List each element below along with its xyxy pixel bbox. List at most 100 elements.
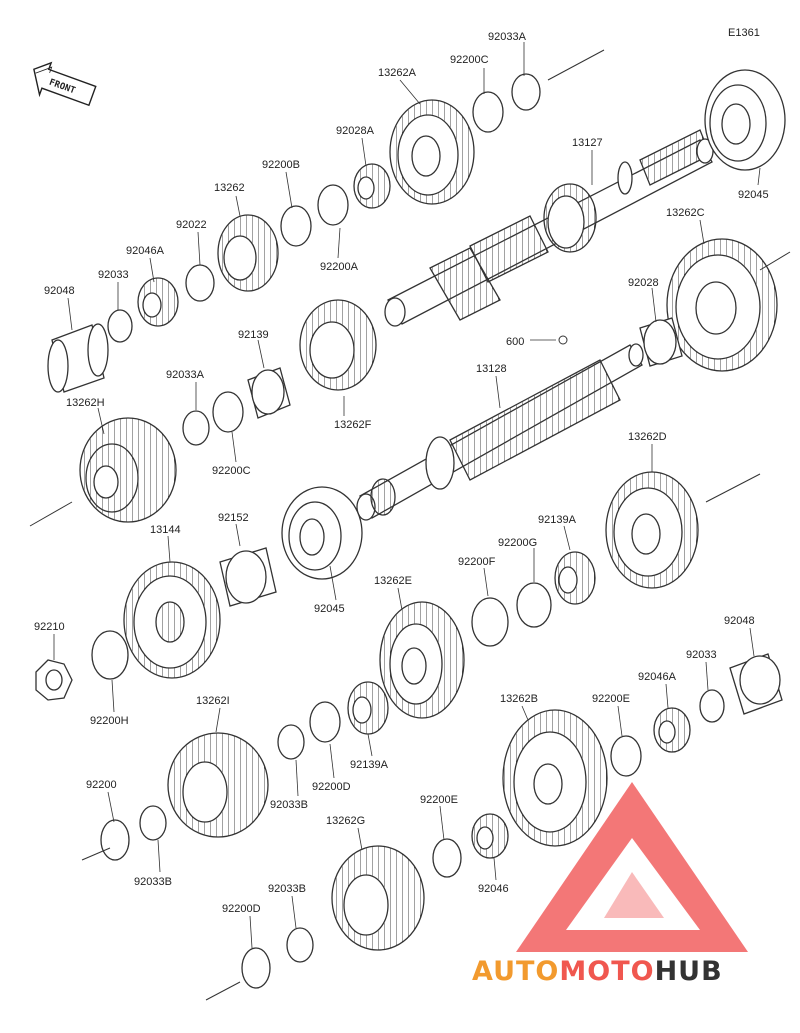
washer-92200E-right [610,735,642,777]
label-13144: 13144 [150,524,181,536]
label-92045-mid: 92045 [314,603,345,615]
gear-13262 [217,214,279,292]
label-13262I: 13262I [196,695,230,707]
label-92200F: 92200F [458,556,496,568]
label-13262: 13262 [214,182,245,194]
label-92200G: 92200G [498,537,537,549]
washer-92200G [516,582,552,628]
bushing-92028 [639,317,683,367]
label-92046-low: 92046 [478,883,509,895]
label-92200C-mid: 92200C [212,465,251,477]
label-13127: 13127 [572,137,603,149]
front-arrow-icon: FRONT [33,61,97,107]
label-92033-left: 92033 [98,269,129,281]
gear-13262D [605,471,699,589]
washer-92200C-top [472,91,504,133]
shaft-13128 [356,343,644,521]
label-92139-top: 92139 [238,329,269,341]
label-92200D-mid: 92200D [312,781,351,793]
center-lines [29,49,791,1001]
label-92028A: 92028A [336,125,375,137]
label-92139A-low: 92139A [350,759,389,771]
nut-92210 [35,659,73,701]
washer-92200H [91,630,129,680]
label-92200D-low: 92200D [222,903,261,915]
circlip-92033A-top [511,73,541,111]
washer-92200-left [100,819,130,861]
watermark-brand: AUTOMOTOHUB [472,956,723,987]
gear-13262C [666,238,778,372]
needle-bearing-92046A-right [653,707,691,753]
leader-lines [53,42,761,949]
label-92139A-top: 92139A [538,514,577,526]
circlip-92033-left [107,309,133,343]
bushing-92152 [219,547,277,607]
label-92033A-top: 92033A [488,31,527,43]
label-92200E-low: 92200E [420,794,458,806]
gear-13262I [167,732,269,838]
label-92033B-low: 92033B [268,883,306,895]
label-92200-left: 92200 [86,779,117,791]
washer-92022 [185,264,215,302]
gear-13262G [331,845,425,951]
gear-13262H [79,417,177,523]
label-13262C: 13262C [666,207,705,219]
needle-bearing-92139A-top [554,551,596,605]
bearing-92045-top [704,69,786,171]
washer-92200E-low [432,838,462,878]
bearing-92045-mid [281,486,363,580]
brand-auto: AUTO [472,956,559,987]
washer-92200F [471,597,509,647]
circlip-92033B-mid [277,724,305,760]
label-92210: 92210 [34,621,65,633]
bearings [281,69,786,580]
needle-bearing-92028A [353,163,391,209]
label-92033A-mid: 92033A [166,369,205,381]
gear-13262E [379,601,465,719]
label-13262G: 13262G [326,815,365,827]
brand-hub: HUB [655,956,723,987]
label-13262E: 13262E [374,575,412,587]
label-92200H: 92200H [90,715,129,727]
washer-92200D-low [241,947,271,989]
label-92022: 92022 [176,219,207,231]
needle-bearing-92139A-low [347,681,389,735]
label-13262D: 13262D [628,431,667,443]
sprocket-13144 [123,561,221,679]
washer-92200B [280,205,312,247]
label-92033-right: 92033 [686,649,717,661]
washer-92200D-mid [309,701,341,743]
label-92046A-right: 92046A [638,671,677,683]
label-92048-left: 92048 [44,285,75,297]
washer-92200C-mid [212,391,244,433]
gear-13262A [389,99,475,205]
needle-bearing-92046-low [471,813,509,859]
circlip-92033A-mid [182,410,210,446]
watermark-logo-icon [516,782,748,952]
bushings [47,163,783,859]
label-92048-right: 92048 [724,615,755,627]
label-13262A: 13262A [378,67,417,79]
needle-bearing-92046A-top [137,277,179,327]
gear-13262F [299,299,377,391]
label-13262F: 13262F [334,419,372,431]
label-92200C-top: 92200C [450,54,489,66]
gear-13262B [502,709,608,847]
plug-600 [558,335,568,345]
bushing-92139-top [247,367,291,419]
bushing-92048-left [47,323,109,393]
circlip-92033B-left [139,805,167,841]
label-92028: 92028 [628,277,659,289]
label-13262H: 13262H [66,397,105,409]
diagram-id: E1361 [728,27,760,39]
part-labels: 92033A 92200C 13262A 92028A 13127 92045 … [34,31,769,915]
label-13128: 13128 [476,363,507,375]
label-92200A: 92200A [320,261,359,273]
washer-92200A [317,184,349,226]
brand-moto: MOTO [559,956,654,987]
circlip-92033-right [699,689,725,723]
shaft-13127-gear [543,183,597,253]
label-92200B: 92200B [262,159,300,171]
label-92152: 92152 [218,512,249,524]
